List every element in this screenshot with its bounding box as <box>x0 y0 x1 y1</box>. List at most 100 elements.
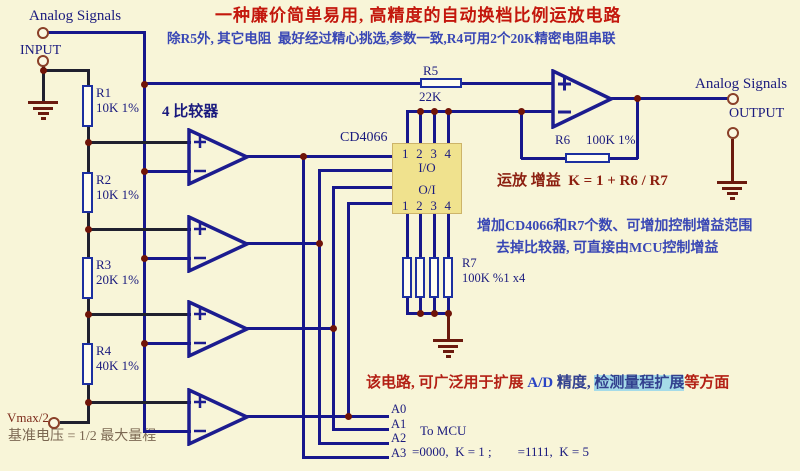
ground-bar <box>438 345 458 348</box>
input-port-label: INPUT <box>20 43 62 58</box>
wire-segment <box>60 421 89 424</box>
resistor-r7-1 <box>402 257 412 298</box>
input-signal-label: Analog Signals <box>29 8 122 24</box>
ground-bar <box>717 181 747 184</box>
wire-segment <box>447 111 450 143</box>
wire-segment <box>143 257 191 260</box>
junction-dot <box>431 310 438 317</box>
wire-segment <box>406 110 553 113</box>
vmax-label: Vmax/2 <box>7 410 49 425</box>
junction-dot <box>634 95 641 102</box>
junction-dot <box>141 168 148 175</box>
chip-pin-number: 2 <box>416 146 423 161</box>
wire-segment <box>433 214 436 258</box>
wire-segment <box>462 82 554 85</box>
ground-bar <box>722 187 742 190</box>
ground-bar <box>28 101 58 104</box>
junction-dot <box>141 340 148 347</box>
wire-segment <box>332 428 389 431</box>
output-signal-label: Analog Signals <box>695 76 788 92</box>
usage-note-prefix: 该电路, 可广泛用于扩展 <box>366 375 528 391</box>
wire-segment <box>87 127 90 173</box>
wire-segment <box>245 155 392 158</box>
wire-segment <box>433 298 436 315</box>
junction-dot <box>141 255 148 262</box>
chip-pin-number: 4 <box>444 146 451 161</box>
schematic-title: 一种廉价简单易用, 高精度的自动换档比例运放电路 <box>215 6 622 25</box>
usage-note-highlight: 检测量程扩展 <box>594 375 685 391</box>
junction-dot <box>330 325 337 332</box>
wire-segment <box>87 69 90 86</box>
opamp-symbol <box>551 69 614 129</box>
wire-segment <box>406 298 409 315</box>
usage-note: 该电路, 可广泛用于扩展 A/D 精度, 检测量程扩展等方面 <box>366 375 729 392</box>
wire-segment <box>419 298 422 315</box>
wire-segment <box>731 139 734 183</box>
wire-segment <box>520 110 523 159</box>
ground-bar <box>443 350 454 353</box>
wire-segment <box>302 155 305 459</box>
junction-dot <box>85 226 92 233</box>
junction-dot <box>85 399 92 406</box>
resistor-r3 <box>82 257 93 299</box>
junction-dot <box>417 310 424 317</box>
output-ground-terminal <box>727 127 739 139</box>
resistor-r7-3 <box>429 257 439 298</box>
junction-dot <box>316 240 323 247</box>
bus-label-a1: A1 <box>391 417 407 431</box>
wire-segment <box>245 415 389 418</box>
comparator-4-symbol <box>187 388 250 446</box>
output-port-label: OUTPUT <box>729 106 785 121</box>
bus-label-a0: A0 <box>391 402 407 416</box>
chip-name-label: CD4066 <box>340 130 388 145</box>
ground-bar <box>730 197 735 200</box>
ground-bar <box>33 107 53 110</box>
resistor-r6 <box>565 153 610 163</box>
r3-name-label: R3 <box>96 257 112 272</box>
r7-name-label: R7 <box>462 256 477 270</box>
wire-segment <box>143 31 146 432</box>
mcu-logic-label: =0000, K = 1 ; =1111, K = 5 <box>412 444 590 459</box>
wire-segment <box>42 69 89 72</box>
usage-note-mid: 精度, <box>553 375 595 391</box>
resistor-r5 <box>420 78 462 88</box>
wire-segment <box>521 157 566 160</box>
gain-formula: 运放 增益 K = 1 + R6 / R7 <box>497 173 668 189</box>
wire-segment <box>447 298 450 315</box>
wire-segment <box>347 202 350 418</box>
comparator-section-heading: 4 比较器 <box>162 104 219 120</box>
r6-value-label: 100K 1% <box>586 132 636 147</box>
junction-dot <box>300 153 307 160</box>
ground-bar <box>38 112 49 115</box>
usage-note-suffix: 等方面 <box>684 375 730 391</box>
r2-name-label: R2 <box>96 172 112 187</box>
junction-dot <box>85 311 92 318</box>
r2-value-label: 10K 1% <box>96 187 139 202</box>
wire-segment <box>46 31 146 34</box>
wire-segment <box>42 66 45 102</box>
output-terminal <box>727 93 739 105</box>
wire-segment <box>143 342 191 345</box>
ground-bar <box>727 192 738 195</box>
r7-value-label: 100K %1 x4 <box>462 271 526 285</box>
wire-segment <box>87 299 90 344</box>
junction-dot <box>345 413 352 420</box>
wire-segment <box>332 186 335 431</box>
ground-bar <box>41 117 46 120</box>
wire-segment <box>348 202 393 205</box>
reference-description: 基准电压 = 1/2 最大量程 <box>8 429 157 444</box>
chip-pin-number: 4 <box>444 198 451 213</box>
resistor-r4 <box>82 343 93 385</box>
ground-bar <box>433 339 463 342</box>
wire-segment <box>610 157 638 160</box>
wire-segment <box>87 228 191 231</box>
resistor-r1 <box>82 85 93 127</box>
bus-label-a3: A3 <box>391 446 407 460</box>
wire-segment <box>406 312 450 315</box>
wire-segment <box>87 213 90 258</box>
wire-segment <box>245 242 321 245</box>
ground-bar <box>446 355 451 358</box>
resistor-r7-2 <box>415 257 425 298</box>
chip-io-label: I/O <box>418 160 436 175</box>
